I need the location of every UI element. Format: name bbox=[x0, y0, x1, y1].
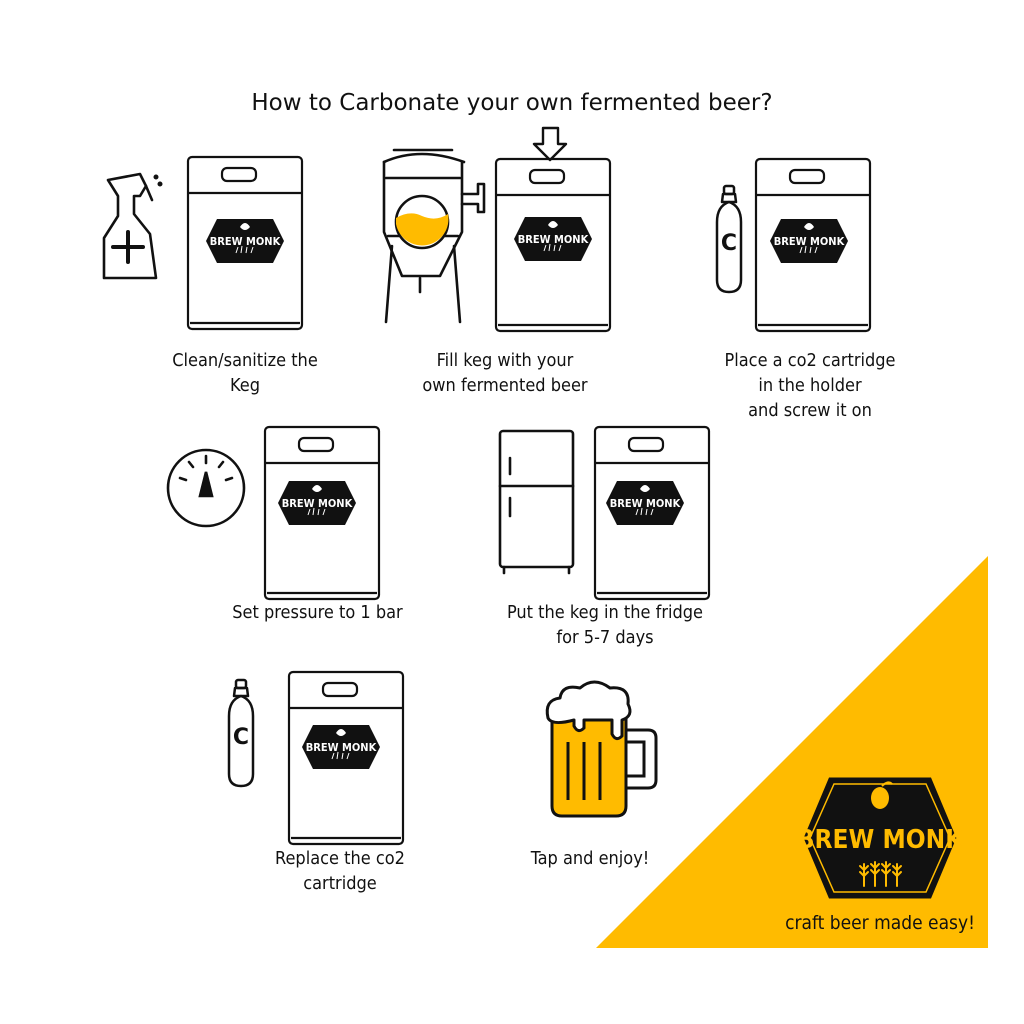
keg-step-4 bbox=[263, 425, 381, 601]
keg-step-5 bbox=[593, 425, 711, 601]
fridge-icon bbox=[498, 429, 575, 575]
spray-bottle-icon bbox=[102, 172, 163, 280]
fermenter-beer-window bbox=[394, 194, 450, 250]
brand-tagline: craft beer made easy! bbox=[785, 912, 975, 934]
cartridge-letter: C bbox=[721, 231, 737, 256]
keg-badge-text: BREW MONK bbox=[282, 497, 353, 510]
step-4-caption: Set pressure to 1 bar bbox=[232, 602, 403, 623]
keg-badge-text: BREW MONK bbox=[518, 233, 589, 246]
fill-arrow-icon bbox=[532, 126, 568, 162]
keg-badge-text: BREW MONK bbox=[306, 741, 377, 754]
page-title: How to Carbonate your own fermented beer… bbox=[251, 90, 773, 116]
wheat-icon bbox=[859, 861, 902, 887]
beer-mug-icon bbox=[545, 680, 658, 818]
cartridge-letter: C bbox=[233, 725, 249, 750]
keg-step-6 bbox=[287, 670, 405, 846]
keg-badge-text: BREW MONK bbox=[210, 235, 281, 248]
hop-icon bbox=[871, 781, 893, 809]
keg-badge-text: BREW MONK bbox=[610, 497, 681, 510]
brand-badge-text: BREW MONK bbox=[797, 825, 965, 855]
brand-badge-large: BREW MONK bbox=[797, 774, 965, 902]
step-7-caption: Tap and enjoy! bbox=[530, 848, 650, 869]
pressure-gauge-icon bbox=[166, 448, 246, 528]
keg-badge-text: BREW MONK bbox=[774, 235, 845, 248]
